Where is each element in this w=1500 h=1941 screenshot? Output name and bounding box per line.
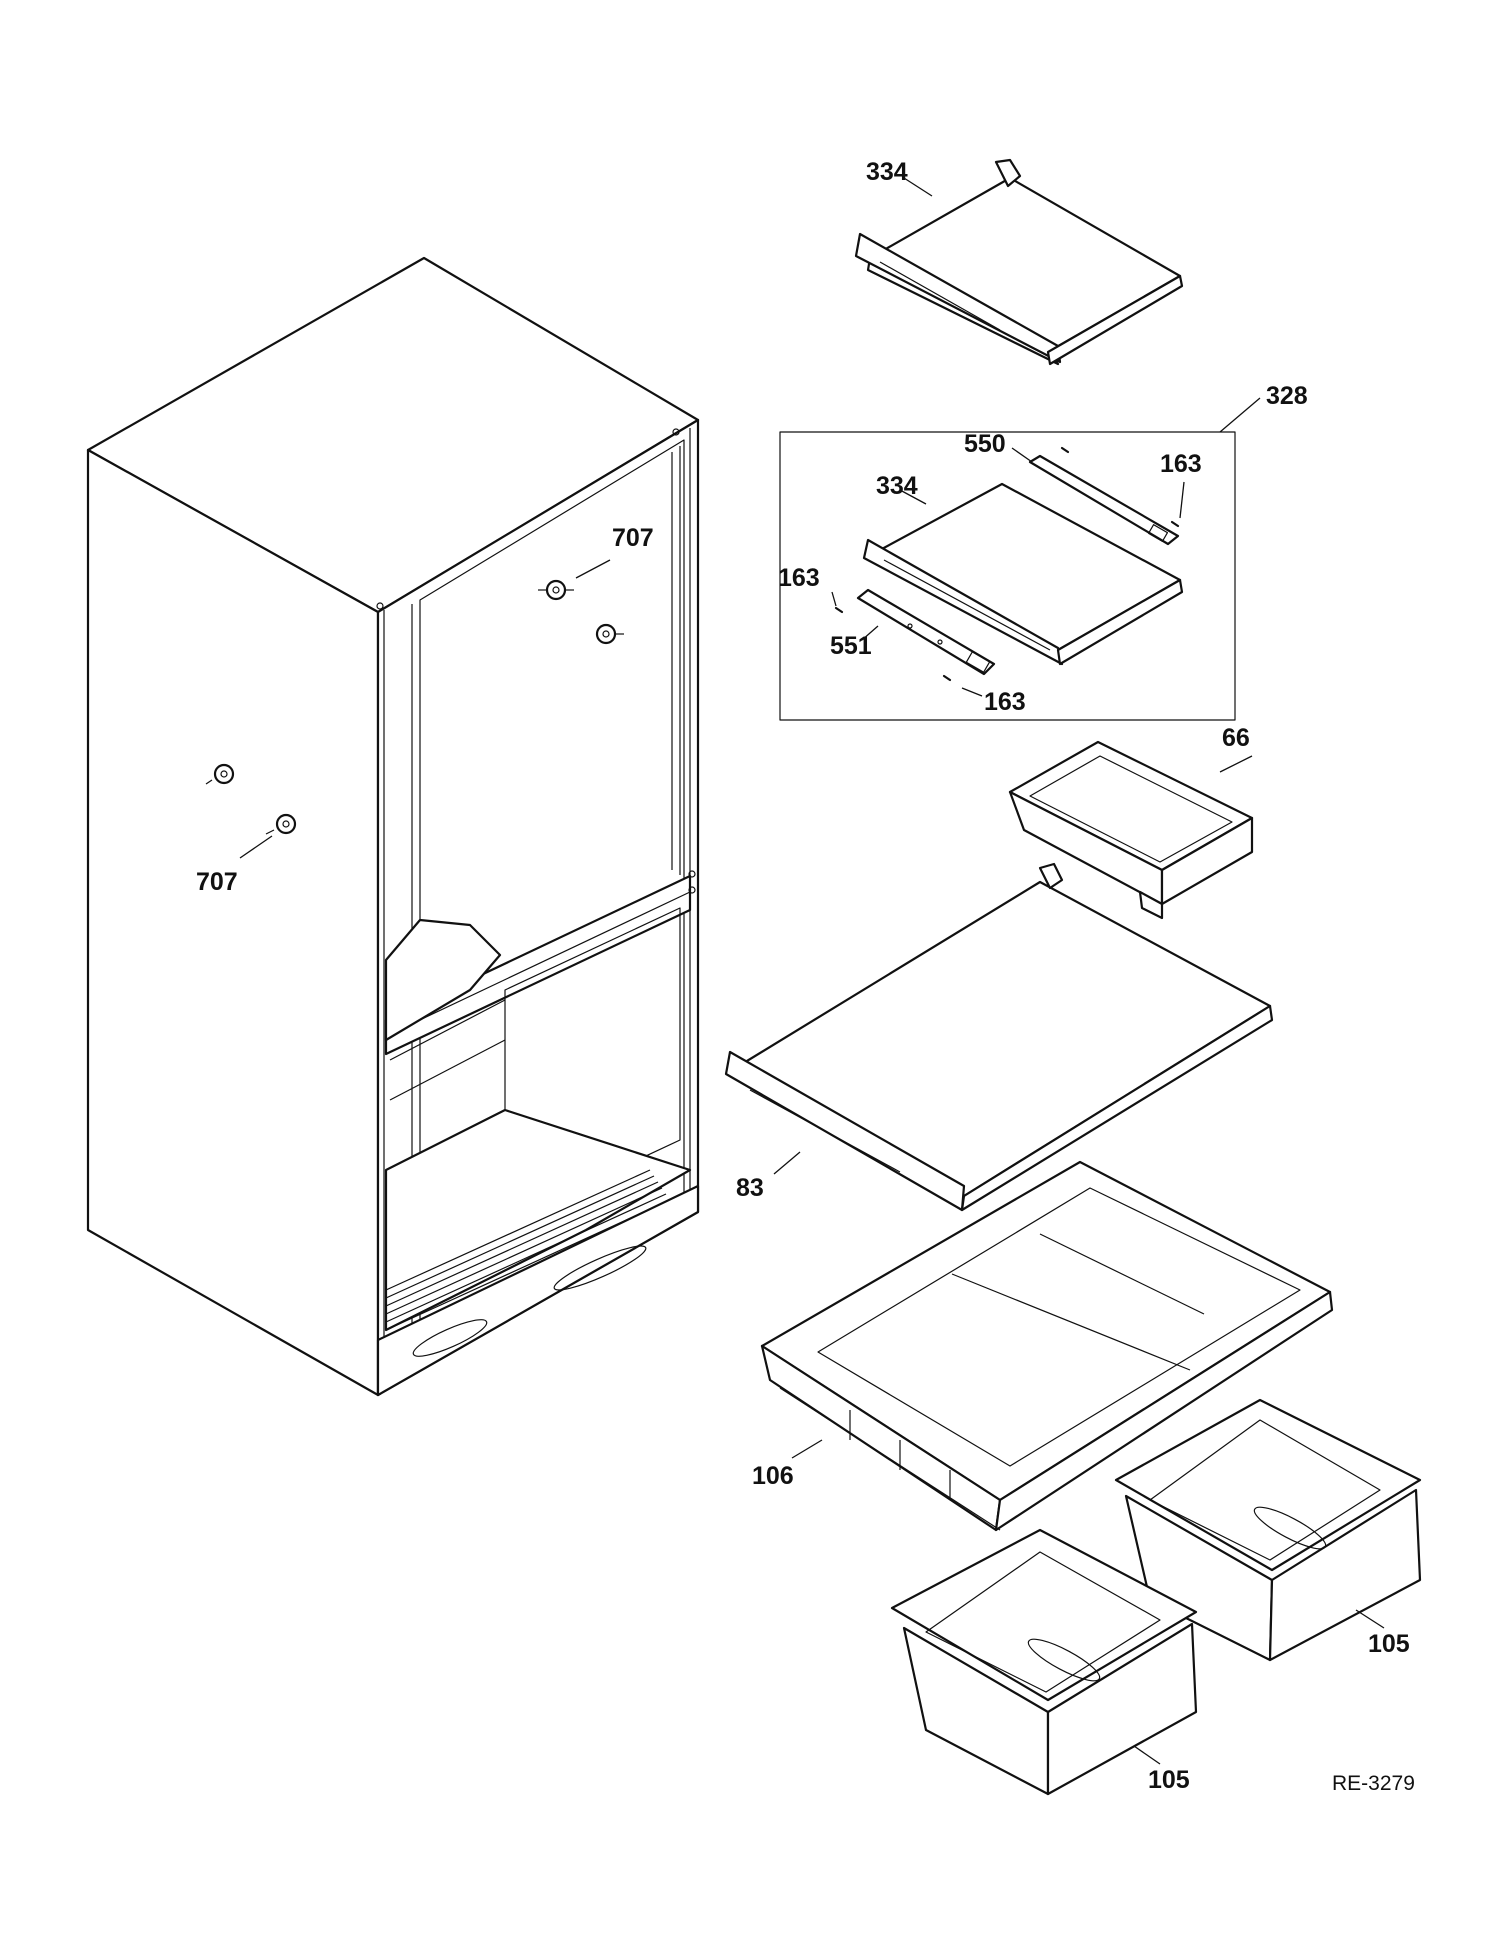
callout-screw-bottom: 163 <box>984 688 1026 716</box>
screw-left <box>834 606 844 614</box>
callout-slide-right: 550 <box>964 430 1006 458</box>
callout-slide-left: 551 <box>830 632 872 660</box>
crisper-cover <box>760 1160 1334 1532</box>
callout-crisper-cover: 106 <box>752 1462 794 1490</box>
callout-shelf-assembly: 328 <box>1266 382 1308 410</box>
callout-shelf-in-assembly: 334 <box>876 472 918 500</box>
crisper-drawer-left <box>890 1528 1198 1796</box>
refrigerator-cabinet <box>86 256 700 1397</box>
cabinet-floor-ribs <box>385 1169 671 1331</box>
callout-glass-shelf: 83 <box>736 1174 764 1202</box>
crisper-drawer-right <box>1114 1398 1422 1662</box>
shelf-support-stud-lower-a <box>205 763 235 785</box>
shelf-assembly-box <box>779 431 1236 721</box>
callout-screw-right: 163 <box>1160 450 1202 478</box>
deli-pan <box>1008 740 1254 920</box>
screw-bottom <box>942 674 952 682</box>
callout-cabinet-stud-upper: 707 <box>612 524 654 552</box>
callout-crisper-drawer-left: 105 <box>1148 1766 1190 1794</box>
leader-lines <box>239 177 1385 1765</box>
cantilever-shelf <box>854 158 1184 366</box>
glass-shelf <box>724 862 1274 1212</box>
drawing-code: RE-3279 <box>1332 1772 1415 1795</box>
shelf-support-stud-lower-b <box>265 813 297 835</box>
callout-cabinet-stud-lower: 707 <box>196 868 238 896</box>
callout-deli-pan: 66 <box>1222 724 1250 752</box>
screw-right-lower <box>1170 520 1180 528</box>
callout-crisper-drawer-right: 105 <box>1368 1630 1410 1658</box>
slide-rail-right <box>1028 454 1180 546</box>
callout-shelf-top: 334 <box>866 158 908 186</box>
shelf-support-stud-upper-b <box>595 623 624 645</box>
slide-rail-left <box>856 588 996 676</box>
shelf-support-stud-upper-a <box>538 579 574 601</box>
callout-screw-left: 163 <box>778 564 820 592</box>
screw-right <box>1060 446 1070 454</box>
assembly-shelf <box>862 482 1184 666</box>
